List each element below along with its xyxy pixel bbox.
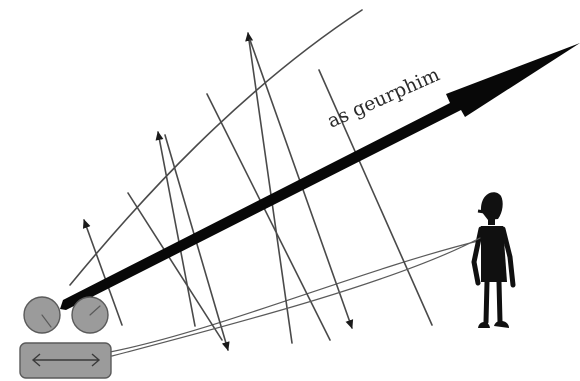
observer-link-line (111, 237, 481, 357)
field-line-2 (206, 93, 331, 341)
main-beam-arrow (60, 43, 580, 310)
source-device (19, 296, 112, 379)
field-arrow-4 (245, 32, 293, 344)
field-arrow-2 (155, 131, 196, 327)
field-arrow-1 (82, 219, 123, 326)
observer-figure (471, 192, 516, 328)
upper-curve (69, 9, 363, 286)
lower-curve (109, 239, 483, 353)
field-line-3 (318, 69, 433, 326)
field-line-1 (127, 192, 223, 341)
